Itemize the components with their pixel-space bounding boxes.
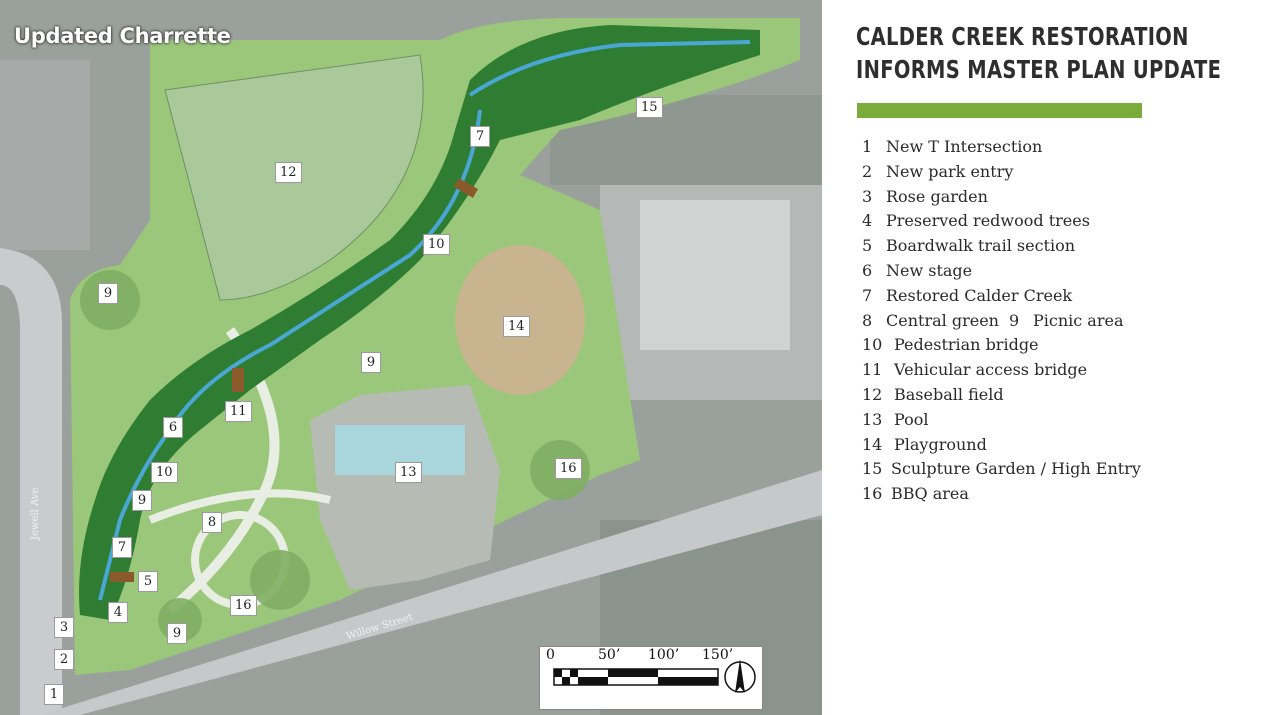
- legend-label: Preserved redwood trees: [886, 211, 1090, 231]
- site-label-7: 7: [112, 537, 132, 558]
- site-label-15: 15: [636, 97, 663, 118]
- legend-label: Pool: [894, 409, 929, 429]
- legend-number: 13: [862, 409, 883, 429]
- site-plan-map: Updated Charrette Jewell Ave Willow Stre…: [0, 0, 822, 715]
- site-label-9: 9: [167, 623, 187, 644]
- calder-creek: [468, 40, 751, 97]
- site-label-3: 3: [54, 617, 74, 638]
- legend-label: Boardwalk trail section: [886, 236, 1076, 256]
- legend-number: 16: [862, 484, 883, 504]
- panel-title: CALDER CREEK RESTORATION INFORMS MASTER …: [856, 20, 1262, 86]
- legend-number: 10: [862, 335, 883, 355]
- jewell-ave-road: [0, 248, 62, 715]
- map-title: Updated Charrette: [14, 24, 231, 48]
- legend-list: 1 New T Intersection 2 New park entry 3 Ros…: [862, 137, 1141, 509]
- legend-number: 6: [862, 260, 873, 280]
- site-label-9: 9: [361, 352, 381, 373]
- north-arrow-icon: [724, 659, 756, 693]
- legend-item: 5 Boardwalk trail section: [862, 236, 1141, 261]
- aerial-roof: [640, 200, 790, 350]
- park-path: [166, 327, 280, 614]
- legend-number: 2: [862, 161, 873, 181]
- site-label-14: 14: [503, 316, 530, 337]
- scale-tick-50: 50’: [598, 647, 621, 663]
- legend-label: Picnic area: [1032, 310, 1124, 330]
- pedestrian-bridge: [453, 178, 479, 198]
- legend-number: 8: [862, 310, 873, 330]
- site-label-9: 9: [98, 283, 118, 304]
- scale-tick-0: 0: [546, 647, 555, 663]
- street-label-jewell: Jewell Ave: [30, 487, 41, 540]
- legend-label: Pedestrian bridge: [894, 335, 1039, 355]
- aerial-buildings-left: [0, 60, 90, 250]
- legend-label: Vehicular access bridge: [894, 360, 1088, 380]
- site-label-9: 9: [132, 490, 152, 511]
- legend-item: 1 New T Intersection: [862, 137, 1141, 162]
- boardwalk: [110, 572, 134, 582]
- legend-number: 11: [862, 360, 883, 380]
- panel-title-line2: INFORMS MASTER PLAN UPDATE: [856, 55, 1222, 84]
- legend-item: 7 Restored Calder Creek: [862, 286, 1141, 311]
- site-plan-drawing: [0, 0, 822, 715]
- legend-item: 14 Playground: [862, 435, 1141, 460]
- site-label-7: 7: [470, 126, 490, 147]
- site-label-13: 13: [395, 462, 422, 483]
- site-label-1: 1: [44, 684, 64, 705]
- site-label-10: 10: [423, 234, 450, 255]
- legend-label: Central green: [886, 310, 999, 330]
- legend-number: 9: [1008, 310, 1020, 330]
- legend-number: 1: [862, 137, 873, 156]
- site-label-6: 6: [163, 417, 183, 438]
- scale-bar: 0 50’ 100’ 150’: [539, 646, 763, 710]
- site-label-12: 12: [275, 162, 302, 183]
- legend-label: Sculpture Garden / High Entry: [891, 459, 1141, 479]
- site-label-4: 4: [108, 602, 128, 623]
- scale-tick-150: 150’: [702, 647, 734, 663]
- legend-label: New T Intersection: [886, 137, 1043, 156]
- legend-item: 15 Sculpture Garden / High Entry: [862, 459, 1141, 484]
- legend-item: 6 New stage: [862, 261, 1141, 286]
- legend-panel: CALDER CREEK RESTORATION INFORMS MASTER …: [822, 0, 1269, 715]
- site-label-16: 16: [555, 458, 582, 479]
- site-label-2: 2: [54, 649, 74, 670]
- vehicular-bridge: [232, 368, 244, 392]
- legend-label: Restored Calder Creek: [886, 285, 1073, 305]
- legend-number: 14: [862, 434, 883, 454]
- legend-item: 11 Vehicular access bridge: [862, 360, 1141, 385]
- pool-area: [310, 385, 500, 590]
- legend-item: 3 Rose garden: [862, 187, 1141, 212]
- legend-item: 16 BBQ area: [862, 484, 1141, 509]
- legend-label: New stage: [886, 260, 973, 280]
- legend-item: 12 Baseball field: [862, 385, 1141, 410]
- legend-number: 7: [862, 285, 873, 305]
- accent-bar: [857, 103, 1142, 118]
- legend-number: 3: [862, 186, 873, 206]
- legend-label: BBQ area: [891, 484, 969, 504]
- legend-number: 4: [862, 211, 873, 231]
- legend-number: 15: [862, 459, 883, 479]
- legend-item: 2 New park entry: [862, 162, 1141, 187]
- panel-title-line1: CALDER CREEK RESTORATION: [856, 22, 1189, 51]
- site-label-5: 5: [138, 571, 158, 592]
- legend-number: 5: [862, 236, 873, 256]
- site-label-16: 16: [230, 595, 257, 616]
- willow-street-road: [40, 470, 822, 715]
- scale-bar-graphic: [553, 659, 756, 693]
- legend-item: 10 Pedestrian bridge: [862, 335, 1141, 360]
- legend-item: 4 Preserved redwood trees: [862, 211, 1141, 236]
- site-label-10: 10: [151, 462, 178, 483]
- site-label-11: 11: [225, 401, 252, 422]
- site-label-8: 8: [202, 512, 222, 533]
- legend-label: Baseball field: [894, 384, 1004, 404]
- legend-label: Playground: [894, 434, 987, 454]
- legend-item: 13 Pool: [862, 410, 1141, 435]
- legend-label: New park entry: [886, 161, 1014, 181]
- legend-number: 12: [862, 384, 883, 404]
- legend-item: 8 Central green 9 Picnic area: [862, 311, 1141, 336]
- scale-tick-100: 100’: [648, 647, 680, 663]
- legend-label: Rose garden: [886, 186, 988, 206]
